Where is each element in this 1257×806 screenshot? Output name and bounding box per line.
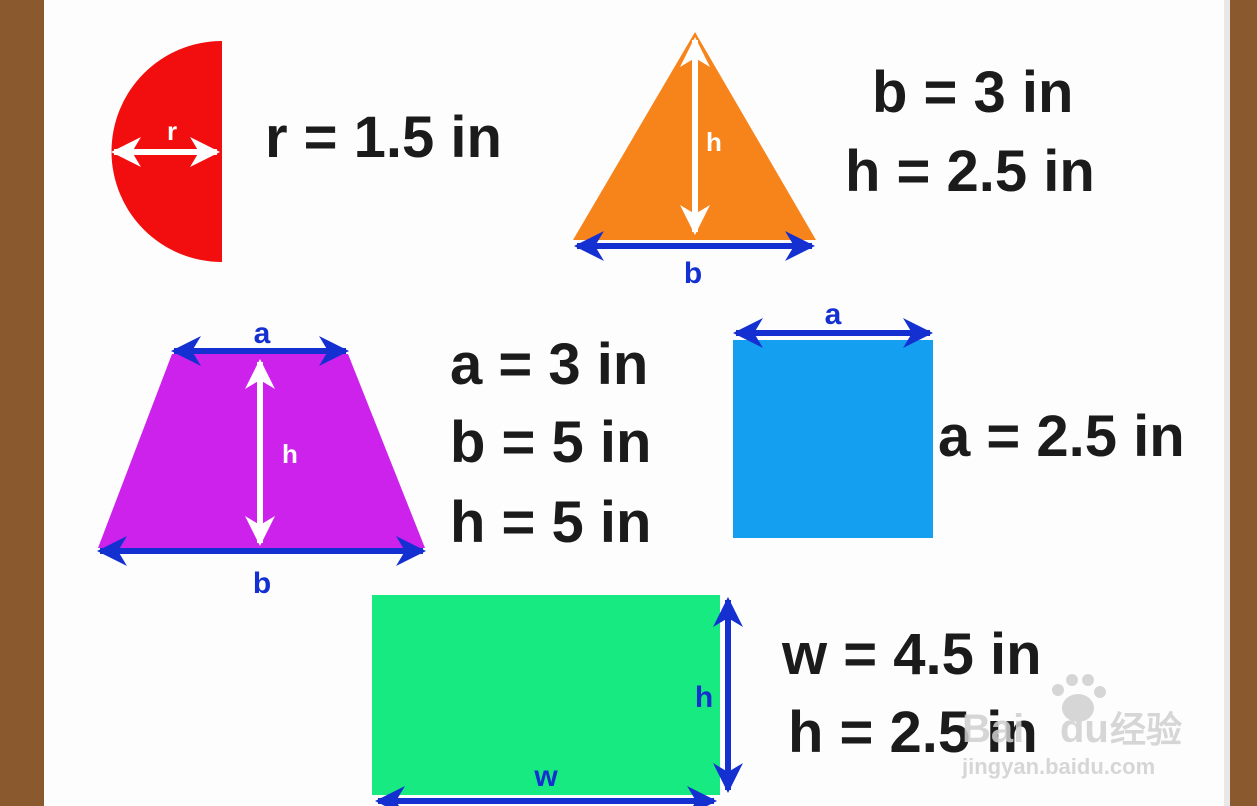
rectangle-value-w: w = 4.5 in	[781, 622, 1042, 687]
rectangle-shape: h w	[372, 595, 743, 806]
triangle-height-label: h	[706, 127, 722, 157]
triangle-value-b: b = 3 in	[872, 60, 1073, 125]
watermark-brand: Bai	[962, 707, 1024, 751]
baidu-watermark: Bai du 经验 jingyan.baidu.com	[961, 674, 1182, 779]
board-edge	[1224, 0, 1230, 806]
rectangle-value-h: h = 2.5 in	[788, 700, 1038, 765]
triangle-shape: h b	[573, 32, 816, 290]
watermark-url: jingyan.baidu.com	[961, 754, 1155, 779]
radius-label: r	[167, 116, 177, 146]
semicircle-value-r: r = 1.5 in	[265, 105, 502, 170]
trapezoid-value-a: a = 3 in	[450, 332, 648, 397]
watermark-brand-du: du	[1060, 707, 1109, 751]
rectangle-height-label: h	[695, 681, 713, 714]
square-shape: a	[733, 298, 933, 538]
semicircle-shape: r	[111, 41, 222, 262]
triangle-base-label: b	[684, 257, 702, 290]
square-value-a: a = 2.5 in	[938, 404, 1185, 469]
trapezoid-value-b: b = 5 in	[450, 410, 651, 475]
paw-icon	[1052, 674, 1106, 722]
trapezoid-height-label: h	[282, 439, 298, 469]
triangle-value-h: h = 2.5 in	[845, 139, 1095, 204]
square-side-label: a	[825, 298, 842, 331]
square-fill	[733, 340, 933, 538]
rectangle-fill	[372, 595, 720, 795]
watermark-brand-cn: 经验	[1110, 710, 1182, 751]
trapezoid-top-label: a	[254, 317, 271, 350]
trapezoid-shape: a h b	[97, 317, 426, 600]
trapezoid-value-h: h = 5 in	[450, 490, 651, 555]
rectangle-width-label: w	[533, 760, 558, 793]
trapezoid-bottom-label: b	[253, 567, 271, 600]
